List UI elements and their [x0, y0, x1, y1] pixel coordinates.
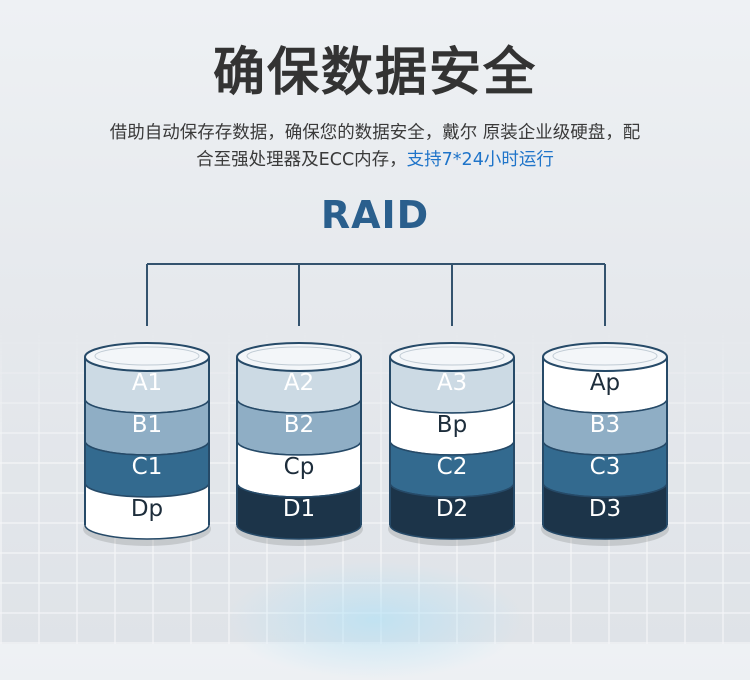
disk-1-label-B1: B1: [132, 412, 162, 438]
disk-1-top-ring: [94, 346, 200, 366]
disk-4-label-C3: C3: [590, 454, 621, 480]
disk-2-top-ring: [246, 346, 352, 366]
description-highlight: 支持7*24小时运行: [406, 150, 554, 170]
disk-3-top-ring: [399, 346, 505, 366]
disk-2-label-A2: A2: [284, 370, 314, 396]
disk-4-top-ring: [552, 346, 658, 366]
description-line-2: 合至强处理器及ECC内存，: [196, 150, 407, 170]
disk-4-label-D3: D3: [589, 496, 621, 522]
disk-1-label-C1: C1: [132, 454, 163, 480]
disk-3-label-A3: A3: [437, 370, 467, 396]
disk-2-label-Cp: Cp: [284, 454, 315, 480]
disk-4-label-Ap: Ap: [590, 370, 620, 396]
disk-3-label-C2: C2: [437, 454, 468, 480]
disk-3-label-Bp: Bp: [437, 412, 467, 438]
disk-4-label-B3: B3: [590, 412, 620, 438]
disk-3-label-D2: D2: [436, 496, 468, 522]
page-title: 确保数据安全: [212, 43, 537, 103]
raid-title: RAID: [320, 193, 430, 237]
description-line-1: 借助自动保存存数据，确保您的数据安全，戴尔 原装企业级硬盘，配: [109, 123, 641, 143]
disk-2-label-D1: D1: [283, 496, 315, 522]
disk-1-label-Dp: Dp: [131, 496, 163, 522]
disk-2-label-B2: B2: [284, 412, 314, 438]
description: 借助自动保存存数据，确保您的数据安全，戴尔 原装企业级硬盘，配 合至强处理器及E…: [75, 120, 675, 174]
disk-1-label-A1: A1: [132, 370, 162, 396]
